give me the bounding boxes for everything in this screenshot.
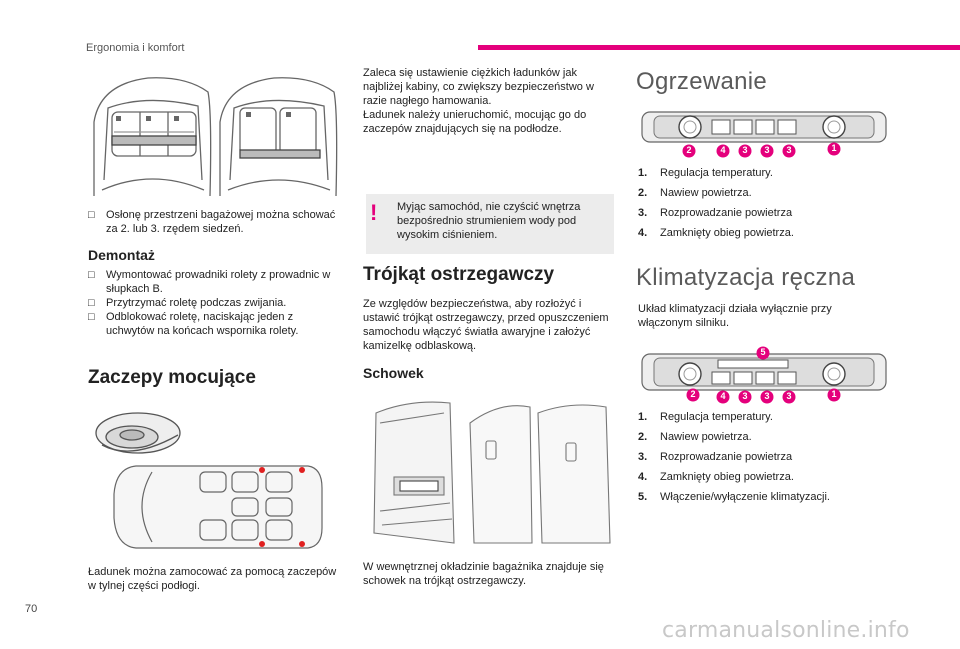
schowek-heading: Schowek — [363, 365, 424, 381]
cargo-intro-text2: Ładunek należy unieruchomić, mocując go … — [363, 109, 587, 135]
klimatyzacja-list: 1.Regulacja temperatury. 2.Nawiew powiet… — [638, 410, 888, 510]
storage-illustration — [370, 393, 616, 553]
callout-badge: 1 — [827, 388, 841, 402]
demontaz-list: □Wymontować prowadniki rolety z prowadni… — [88, 268, 343, 338]
list-item: 3.Rozprowadzanie powietrza — [638, 207, 793, 219]
ogrzewanie-heading: Ogrzewanie — [636, 68, 768, 95]
anchor-ring-illustration — [92, 405, 188, 461]
heating-panel-illustration: 2 4 3 3 3 1 — [640, 108, 890, 162]
callout-badge: 2 — [686, 388, 700, 402]
warning-icon: ! — [370, 200, 378, 225]
list-item: 1.Regulacja temperatury. — [638, 167, 773, 179]
klimatyzacja-heading: Klimatyzacja ręczna — [636, 264, 856, 291]
checkbox-bullet-icon: □ — [88, 209, 95, 221]
callout-badge: 3 — [782, 144, 796, 158]
cover-bullet: □ Osłonę przestrzeni bagażowej można sch… — [88, 208, 338, 236]
trojkat-heading: Trójkąt ostrzegawczy — [363, 264, 555, 285]
callout-badge: 3 — [760, 144, 774, 158]
callout-badge: 2 — [682, 144, 696, 158]
list-item: □Odblokować roletę, naciskając jeden z u… — [88, 311, 299, 337]
callout-badge: 1 — [827, 142, 841, 156]
zaczepy-heading: Zaczepy mocujące — [88, 367, 256, 388]
warning-text: Myjąc samochód, nie czyścić wnętrza bezp… — [397, 201, 581, 241]
list-item: 2.Nawiew powietrza. — [638, 431, 752, 443]
ac-panel-illustration: 5 2 4 3 3 3 1 — [640, 346, 890, 406]
trunk-illustration — [86, 72, 344, 200]
list-item: 4.Zamknięty obieg powietrza. — [638, 227, 794, 239]
klimatyzacja-text: Układ klimatyzacji działa wyłącznie przy… — [638, 303, 832, 329]
list-item: □Wymontować prowadniki rolety z prowadni… — [88, 269, 331, 295]
cover-bullet-text: Osłonę przestrzeni bagażowej można schow… — [106, 209, 336, 235]
callout-badge: 4 — [716, 144, 730, 158]
cargo-intro: Zaleca się ustawienie ciężkich ładunków … — [363, 66, 615, 136]
callout-badge: 3 — [760, 390, 774, 404]
callout-badge: 3 — [782, 390, 796, 404]
list-item: 5.Włączenie/wyłączenie klimatyzacji. — [638, 491, 830, 503]
trojkat-text: Ze względów bezpieczeństwa, aby rozłożyć… — [363, 298, 609, 352]
cargo-intro-text: Zaleca się ustawienie ciężkich ładunków … — [363, 67, 594, 107]
ogrzewanie-list: 1.Regulacja temperatury. 2.Nawiew powiet… — [638, 166, 878, 246]
section-accent-bar — [478, 45, 960, 50]
checkbox-bullet-icon: □ — [88, 297, 95, 309]
list-item: 4.Zamknięty obieg powietrza. — [638, 471, 794, 483]
list-item: 2.Nawiew powietrza. — [638, 187, 752, 199]
checkbox-bullet-icon: □ — [88, 269, 95, 281]
callout-badge: 5 — [756, 346, 770, 360]
page-number: 70 — [25, 603, 38, 615]
checkbox-bullet-icon: □ — [88, 311, 95, 323]
list-item: □Przytrzymać roletę podczas zwijania. — [88, 297, 287, 309]
section-title: Ergonomia i komfort — [86, 42, 185, 54]
watermark[interactable]: carmanualsonline.info — [662, 618, 910, 643]
schowek-text: W wewnętrznej okładzinie bagażnika znajd… — [363, 561, 604, 587]
list-item: 1.Regulacja temperatury. — [638, 411, 773, 423]
callout-badge: 4 — [716, 390, 730, 404]
vehicle-topview-illustration — [112, 458, 326, 554]
callout-badge: 3 — [738, 144, 752, 158]
list-item: 3.Rozprowadzanie powietrza — [638, 451, 793, 463]
demontaz-heading: Demontaż — [88, 247, 155, 263]
zaczepy-text: Ładunek można zamocować za pomocą zaczep… — [88, 566, 337, 592]
warning-box: ! Myjąc samochód, nie czyścić wnętrza be… — [366, 194, 614, 254]
callout-badge: 3 — [738, 390, 752, 404]
